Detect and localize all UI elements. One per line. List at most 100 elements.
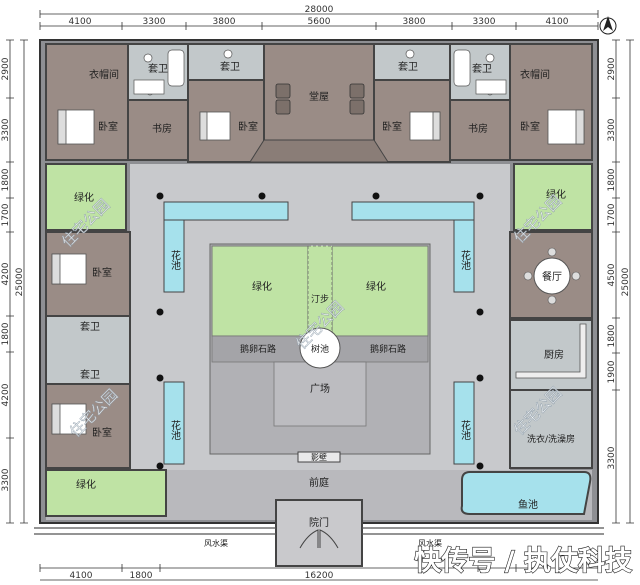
greenery-sw xyxy=(45,469,167,517)
dim-right-8: 3300 xyxy=(607,446,617,469)
dim-left-7: 4200 xyxy=(1,383,11,406)
label-fish-pond: 鱼池 xyxy=(518,498,538,511)
label-main-hall: 堂屋 xyxy=(309,91,329,103)
dim-left-8: 3300 xyxy=(1,468,11,491)
chair-icon xyxy=(275,83,365,115)
wind-water-channel xyxy=(34,527,604,535)
dim-bottom-2: 1800 xyxy=(130,571,153,581)
bed-icon xyxy=(57,109,585,145)
label-bath-nw-1: 套卫 xyxy=(148,62,168,75)
label-bedroom-n-right: 卧室 xyxy=(382,120,402,133)
dim-right-7: 1900 xyxy=(607,360,617,383)
dim-overall-width: 28000 xyxy=(305,5,334,15)
label-greenery-west: 绿化 xyxy=(74,191,94,204)
greenery-west xyxy=(45,163,127,231)
label-greenery-sw: 绿化 xyxy=(76,478,96,491)
greenery-center-left xyxy=(211,245,309,337)
label-bath-ne-1: 套卫 xyxy=(472,62,492,75)
column-markers xyxy=(156,192,484,470)
dim-right-labels: 2900 3300 1800 1700 4500 1800 1900 3300 … xyxy=(607,57,631,469)
label-channel-right: 风水渠 xyxy=(418,538,442,548)
planter-sw xyxy=(163,381,185,465)
label-stepping-path: 汀步 xyxy=(311,294,329,305)
study-nw xyxy=(127,99,189,161)
dim-left-4: 1700 xyxy=(1,203,11,226)
bath-w xyxy=(45,315,131,385)
dim-left-3: 1800 xyxy=(1,168,11,191)
label-greenery-east: 绿化 xyxy=(546,188,566,201)
greenery-east xyxy=(513,163,593,231)
dim-top-2: 3300 xyxy=(143,17,166,27)
dim-bottom-1: 4100 xyxy=(70,571,93,581)
label-bath-nw-2: 套卫 xyxy=(220,60,240,73)
dim-top-6: 3300 xyxy=(473,17,496,27)
label-bedroom-n-left: 卧室 xyxy=(238,120,258,133)
planter-ne-top xyxy=(351,201,475,221)
label-kitchen: 厨房 xyxy=(544,348,564,361)
dim-left-6: 1800 xyxy=(1,322,11,345)
label-planter-sw: 花池 xyxy=(169,419,181,440)
planter-labels: 花池 花池 花池 花池 xyxy=(169,249,471,440)
label-screen-wall: 影壁 xyxy=(311,452,327,462)
room-labels: 堂屋 套卫 套卫 套卫 套卫 衣帽间 衣帽间 卧室 卧室 卧室 卧室 书房 书房… xyxy=(74,60,575,548)
dim-right-4: 1700 xyxy=(607,203,617,226)
label-greenery-center-left: 绿化 xyxy=(252,280,272,293)
label-dining: 餐厅 xyxy=(542,270,562,283)
tree-pool xyxy=(299,327,341,369)
greenery-center-right xyxy=(331,245,429,337)
dim-left-1: 2900 xyxy=(1,57,11,80)
gate-doors xyxy=(299,529,339,549)
gate xyxy=(275,499,363,567)
stepping-stone-path xyxy=(307,245,333,337)
dim-top-5: 3800 xyxy=(403,17,426,27)
label-bath-w-1: 套卫 xyxy=(80,320,100,333)
dim-right-5: 4500 xyxy=(607,263,617,286)
label-pebble-left: 鹅卵石路 xyxy=(240,343,276,355)
footer-caption: 快传号 / 执仗科技 xyxy=(414,546,632,577)
label-cloak-ne: 衣帽间 xyxy=(520,68,550,81)
dim-right-6: 1800 xyxy=(607,324,617,347)
dim-right-3: 1800 xyxy=(607,168,617,191)
laundry-room xyxy=(509,389,593,469)
dim-left-labels: 2900 3300 1800 1700 4200 1800 4200 3300 … xyxy=(1,57,25,491)
planter-nw-top xyxy=(163,201,289,221)
dim-top-4: 5600 xyxy=(308,17,331,27)
north-arrow-icon xyxy=(599,16,617,35)
dim-bottom-3: 16200 xyxy=(305,571,334,581)
label-bedroom-w-upper: 卧室 xyxy=(92,266,112,279)
bath-ne-2 xyxy=(373,43,451,81)
plaza-center xyxy=(273,361,367,427)
label-cloak-nw: 衣帽间 xyxy=(89,68,119,81)
label-gate: 院门 xyxy=(309,516,329,529)
label-planter-se: 花池 xyxy=(459,419,471,440)
label-study-ne: 书房 xyxy=(468,122,488,135)
label-tree-pool: 树池 xyxy=(311,343,329,355)
fish-pond xyxy=(460,471,592,515)
screen-wall xyxy=(297,451,341,463)
dim-top-3: 3800 xyxy=(213,17,236,27)
dim-top-7: 4100 xyxy=(546,17,569,27)
label-bath-ne-2: 套卫 xyxy=(398,60,418,73)
label-planter-ne: 花池 xyxy=(459,249,471,270)
study-ne xyxy=(449,99,511,161)
label-pebble-right: 鹅卵石路 xyxy=(370,343,406,355)
label-front-yard: 前庭 xyxy=(309,476,329,489)
dim-overall-height-left: 25000 xyxy=(15,267,25,296)
label-bedroom-nw: 卧室 xyxy=(98,120,118,133)
dining-table-icon xyxy=(523,247,581,305)
hall-steps xyxy=(249,139,389,163)
bed-icon-west xyxy=(51,253,87,435)
label-bedroom-ne: 卧室 xyxy=(520,120,540,133)
label-plaza: 广场 xyxy=(310,382,330,395)
kitchen-counter xyxy=(515,323,587,379)
dim-overall-height-right: 25000 xyxy=(621,267,631,296)
label-laundry: 洗衣/洗澡房 xyxy=(527,433,575,445)
bathtub-icon xyxy=(133,49,507,95)
dimension-lines xyxy=(6,10,634,581)
dim-top-1: 4100 xyxy=(69,17,92,27)
label-study-nw: 书房 xyxy=(152,122,172,135)
label-planter-nw: 花池 xyxy=(169,249,181,270)
label-greenery-center-right: 绿化 xyxy=(366,280,386,293)
dim-left-5: 4200 xyxy=(1,262,11,285)
